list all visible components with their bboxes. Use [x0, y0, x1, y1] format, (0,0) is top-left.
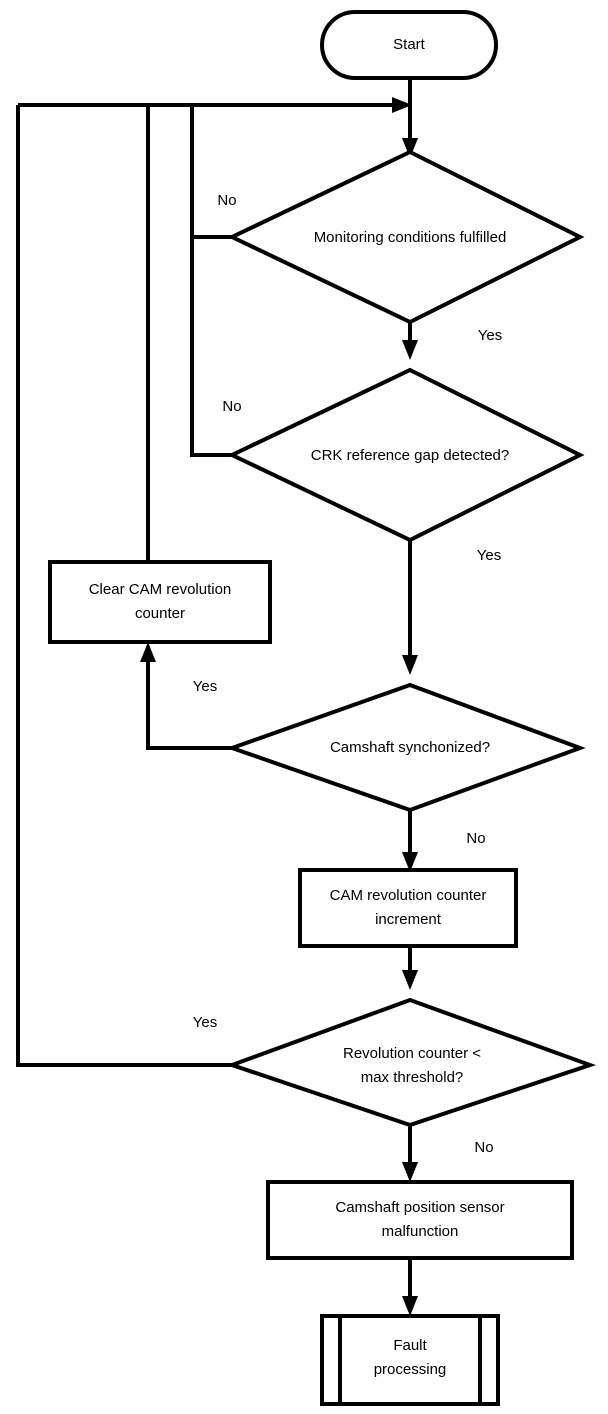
edge-increment-to-threshold	[402, 946, 418, 990]
sensor-malfunction-label-line1: Camshaft position sensor	[335, 1199, 504, 1216]
edge-label-crk-no: No	[222, 398, 241, 415]
edge-label-monitoring-yes: Yes	[478, 327, 502, 344]
counter-increment-label-line2: increment	[375, 911, 442, 928]
counter-threshold-decision-shape	[225, 997, 597, 1128]
node-fault-processing[interactable]: Fault processing	[320, 1314, 500, 1406]
edge-monitoring-yes-to-crk	[402, 322, 418, 360]
edge-crk-yes-to-sync	[402, 540, 418, 675]
clear-counter-shape	[48, 560, 272, 644]
edge-sync-no-to-increment	[402, 810, 418, 872]
sensor-malfunction-shape	[266, 1180, 574, 1260]
edge-sync-yes-to-clear-counter	[140, 642, 232, 750]
node-counter-threshold[interactable]: Revolution counter < max threshold?	[225, 997, 597, 1128]
fault-processing-label-line2: processing	[374, 1361, 447, 1378]
edge-label-threshold-yes: Yes	[193, 1014, 217, 1031]
monitoring-decision-shape	[227, 149, 585, 325]
clear-counter-label-line2: counter	[135, 605, 185, 622]
node-sensor-malfunction[interactable]: Camshaft position sensor malfunction	[266, 1180, 574, 1260]
edge-label-crk-yes: Yes	[477, 547, 501, 564]
edge-label-sync-no: No	[466, 830, 485, 847]
camshaft-sync-decision-shape	[225, 682, 586, 813]
edge-malfunction-to-fault-processing	[402, 1258, 418, 1316]
start-terminator-shape	[320, 10, 498, 80]
node-monitoring-conditions[interactable]: Monitoring conditions fulfilled	[227, 149, 585, 325]
node-crk-reference-gap[interactable]: CRK reference gap detected?	[227, 367, 585, 543]
edge-feedback-rail	[18, 97, 412, 113]
crk-decision-shape	[227, 367, 585, 543]
fault-processing-shape	[320, 1314, 500, 1406]
fault-processing-label-line1: Fault	[393, 1337, 427, 1354]
camshaft-sync-label: Camshaft synchonized?	[330, 739, 490, 756]
counter-threshold-label-line2: max threshold?	[361, 1069, 464, 1086]
node-clear-counter[interactable]: Clear CAM revolution counter	[48, 560, 272, 644]
edge-threshold-no-to-malfunction	[402, 1125, 418, 1182]
crk-label: CRK reference gap detected?	[311, 447, 509, 464]
edge-start-to-monitoring	[402, 78, 418, 158]
edge-threshold-yes-feedback	[16, 105, 232, 1067]
counter-increment-shape	[298, 868, 518, 948]
monitoring-label: Monitoring conditions fulfilled	[314, 229, 507, 246]
node-start[interactable]: Start	[320, 10, 498, 80]
counter-increment-label-line1: CAM revolution counter	[330, 887, 487, 904]
node-counter-increment[interactable]: CAM revolution counter increment	[298, 868, 518, 948]
clear-counter-label-line1: Clear CAM revolution	[89, 581, 232, 598]
node-camshaft-sync[interactable]: Camshaft synchonized?	[225, 682, 586, 813]
counter-threshold-label-line1: Revolution counter <	[343, 1045, 481, 1062]
edge-label-monitoring-no: No	[217, 192, 236, 209]
edge-no-branch-feedback	[190, 105, 232, 457]
start-label: Start	[393, 36, 426, 53]
edge-label-sync-yes: Yes	[193, 678, 217, 695]
sensor-malfunction-label-line2: malfunction	[382, 1223, 459, 1240]
edge-label-threshold-no: No	[474, 1139, 493, 1156]
